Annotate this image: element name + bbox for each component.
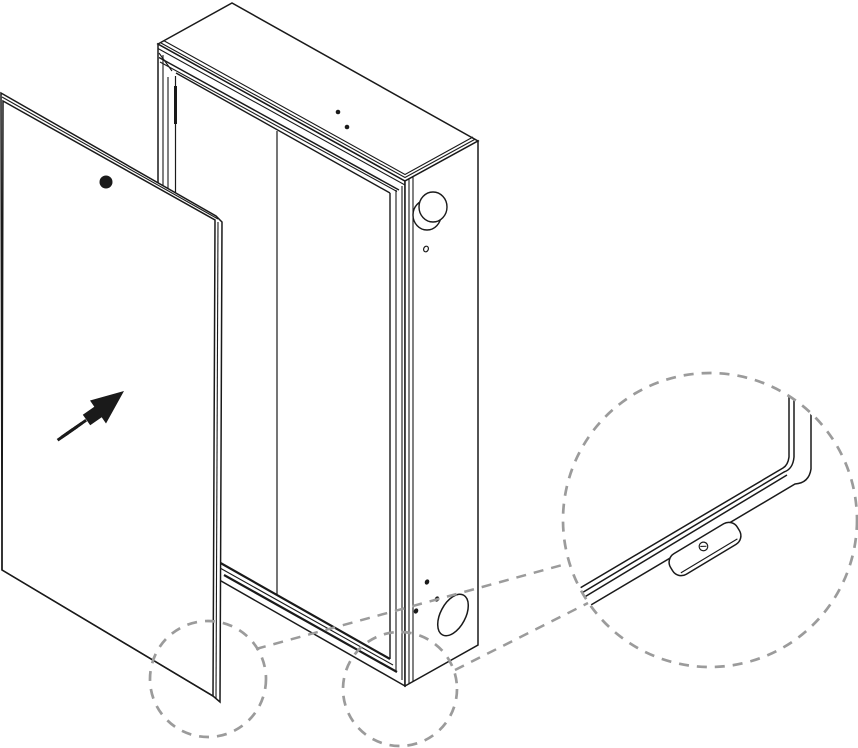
- side-small-hole: [422, 245, 430, 253]
- frame-corner-chamfer: [158, 52, 173, 72]
- door-opening-top-edge: [175, 72, 391, 194]
- side-knockout-upper: [418, 191, 448, 223]
- latch-bracket: [668, 521, 742, 577]
- cabinet-top-rim-line-2: [163, 40, 474, 176]
- door-top-edge-line: [1, 96, 219, 220]
- detail-rail-bottom-edge: [568, 402, 812, 619]
- detail-rail-edge: [564, 474, 788, 611]
- direction-arrow: [56, 391, 124, 442]
- side-small-hole: [424, 579, 430, 585]
- bottom-rail-line: [216, 560, 391, 660]
- bottom-rail-line: [219, 567, 394, 666]
- frame-bezel-line: [159, 61, 398, 192]
- door-front-face: [1, 99, 216, 698]
- latch-screw-slot: [700, 545, 707, 547]
- arrow-head-and-shaft: [82, 391, 124, 426]
- detail-view-latch: [564, 385, 812, 619]
- detail-rail-edge: [564, 385, 790, 602]
- door-right-edge-line: [215, 221, 219, 700]
- frame-bezel-line: [157, 48, 406, 186]
- cabinet-top-rim-line: [160, 42, 476, 179]
- cabinet-right-face: [404, 139, 479, 688]
- callout-source-circle-right: [341, 630, 459, 748]
- top-mounting-hole: [344, 124, 350, 130]
- bottom-rail-line: [223, 574, 398, 673]
- callout-source-circle-left: [148, 619, 268, 739]
- callout-detail-circle: [561, 371, 858, 669]
- detail-rail-edge: [564, 386, 795, 607]
- top-mounting-hole: [335, 109, 341, 115]
- latch-bracket-inner-line: [680, 538, 738, 574]
- frame-bezel-line: [158, 56, 400, 191]
- door-screw-hole: [99, 175, 113, 189]
- detail-callouts: [148, 371, 858, 748]
- side-small-hole: [413, 608, 419, 614]
- side-knockout-lower: [436, 593, 470, 637]
- callout-connector-line: [454, 601, 589, 672]
- arrow-motion-stripe: [56, 431, 70, 442]
